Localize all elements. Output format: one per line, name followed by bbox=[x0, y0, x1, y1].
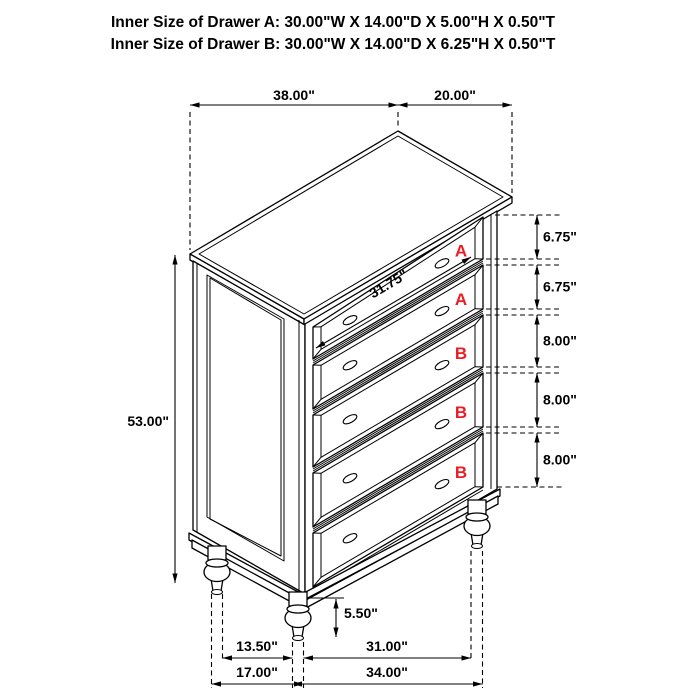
dim-drawer-height-4-arrow bbox=[534, 373, 540, 383]
dim-spacing-side-arrow bbox=[222, 655, 232, 661]
drawer-letter-4: B bbox=[455, 403, 467, 422]
dim-drawer-height-3-arrow bbox=[534, 315, 540, 325]
drawer-letter-1: A bbox=[455, 242, 467, 261]
drawer-rail-line bbox=[312, 428, 484, 530]
dim-leg-height-arrow bbox=[333, 599, 339, 609]
dim-base-depth-arrow bbox=[211, 681, 221, 687]
drawer-letter-5: B bbox=[455, 463, 467, 482]
dim-drawer-height-2-arrow bbox=[534, 265, 540, 275]
dim-base-width-arrow bbox=[473, 681, 483, 687]
side-panel-bevel bbox=[209, 277, 282, 557]
dim-top-depth-arrow bbox=[398, 102, 408, 108]
dim-top-width-arrow bbox=[190, 102, 200, 108]
drawer-rail-line bbox=[312, 312, 484, 414]
dim-drawer-height-label-1: 6.75" bbox=[543, 229, 577, 245]
foot-left-ring bbox=[205, 558, 229, 568]
dim-drawer-height-1-arrow bbox=[534, 249, 540, 259]
dim-drawer-height-label-3: 8.00" bbox=[543, 333, 577, 349]
drawer-handle bbox=[342, 314, 358, 326]
dim-leg-height-arrow bbox=[333, 627, 339, 637]
chest-top-inner-line bbox=[198, 135, 504, 315]
side-panel-inset bbox=[206, 274, 285, 562]
drawer-bevel-tick bbox=[312, 398, 322, 410]
dim-drawer-height-2-arrow bbox=[534, 299, 540, 309]
drawer-handle bbox=[434, 305, 450, 317]
dim-leg-height-label: 5.50" bbox=[344, 605, 378, 621]
dim-drawer-height-3-arrow bbox=[534, 357, 540, 367]
drawer-letter-2: A bbox=[455, 290, 467, 309]
dim-drawer-height-5-arrow bbox=[534, 477, 540, 487]
dim-drawer-height-label-5: 8.00" bbox=[543, 452, 577, 468]
dim-spacing-side-arrow bbox=[283, 655, 293, 661]
dim-spacing-front-arrow bbox=[461, 655, 471, 661]
dim-height-arrow bbox=[172, 573, 178, 583]
drawer-rail-line bbox=[312, 310, 484, 412]
chest-top-edge-right bbox=[303, 196, 513, 326]
drawer-handle bbox=[342, 414, 358, 425]
foot-front-ring bbox=[286, 604, 310, 614]
drawer-bevel-tick bbox=[474, 432, 484, 444]
dim-top-depth-arrow bbox=[502, 102, 512, 108]
title-line-2: Inner Size of Drawer B: 30.00"W X 14.00"… bbox=[111, 36, 556, 53]
dim-spacing-front-label: 31.00" bbox=[366, 638, 408, 654]
dim-drawer-height-4-arrow bbox=[534, 417, 540, 427]
dim-top-depth-label: 20.00" bbox=[434, 87, 476, 103]
dim-drawer-height-label-2: 6.75" bbox=[543, 279, 577, 295]
drawer-bevel-tick bbox=[474, 372, 484, 384]
drawer-bevel-tick bbox=[474, 314, 484, 326]
drawer-handle bbox=[342, 533, 358, 544]
drawer-handle bbox=[434, 418, 450, 430]
drawer-handle bbox=[434, 478, 450, 490]
drawer-rail-line bbox=[312, 368, 484, 470]
drawer-handle bbox=[342, 360, 358, 371]
drawer-handle bbox=[342, 473, 358, 484]
dim-drawer-height-label-4: 8.00" bbox=[543, 392, 577, 408]
dim-base-width-label: 34.00" bbox=[366, 664, 408, 680]
drawer-bevel-tick bbox=[474, 264, 484, 276]
drawer-letter-3: B bbox=[455, 344, 467, 363]
drawer-rail-line bbox=[312, 430, 484, 532]
drawer-bevel-tick bbox=[312, 348, 322, 360]
dim-drawer-height-1-arrow bbox=[534, 215, 540, 225]
dim-drawer-height-5-arrow bbox=[534, 433, 540, 443]
drawer-handle bbox=[434, 258, 450, 269]
dim-base-width-arrow bbox=[292, 681, 302, 687]
foot-left-tip bbox=[211, 589, 223, 595]
dim-drawer-width-arrow bbox=[316, 340, 326, 348]
drawer-rail-line bbox=[312, 260, 484, 362]
dim-top-width-label: 38.00" bbox=[273, 87, 315, 103]
dim-spacing-side-label: 13.50" bbox=[236, 638, 278, 654]
dim-spacing-front-arrow bbox=[303, 655, 313, 661]
dim-drawer-width bbox=[315, 256, 472, 349]
drawer-handle bbox=[434, 359, 450, 371]
dim-drawer-width-arrow bbox=[461, 257, 471, 265]
drawer-bevel-tick bbox=[312, 576, 322, 588]
foot-left-block bbox=[207, 545, 227, 561]
drawer-rail-line bbox=[312, 262, 484, 364]
foot-right-tip bbox=[471, 543, 483, 549]
drawer-bevel-tick bbox=[474, 216, 484, 228]
foot-right-block bbox=[467, 499, 487, 515]
drawer-bevel-tick bbox=[312, 456, 322, 468]
title-line-1: Inner Size of Drawer A: 30.00"W X 14.00"… bbox=[111, 14, 556, 31]
dim-top-width-arrow bbox=[388, 102, 398, 108]
foot-front-tip bbox=[292, 635, 304, 641]
dim-height-arrow bbox=[172, 255, 178, 265]
foot-right-ring bbox=[465, 512, 489, 522]
drawer-rail-line bbox=[312, 370, 484, 472]
drawer-bevel-tick bbox=[312, 516, 322, 528]
dim-base-depth-label: 17.00" bbox=[236, 664, 278, 680]
dim-height-label: 53.00" bbox=[127, 413, 169, 429]
foot-front-block bbox=[288, 591, 308, 607]
